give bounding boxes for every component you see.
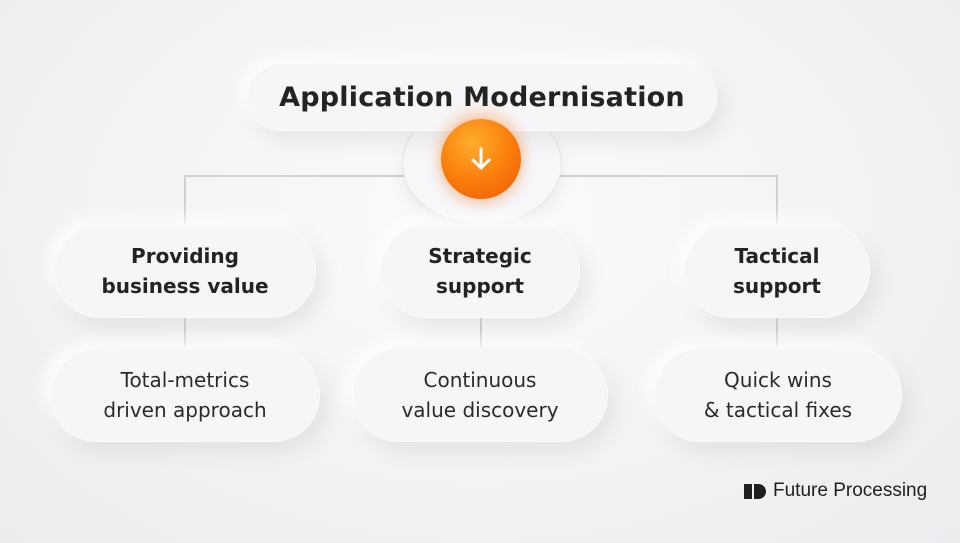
branch-heading-1: Providing business value xyxy=(101,244,269,298)
orange-arrow-button xyxy=(441,119,521,199)
logo-text: Future Processing xyxy=(773,480,928,501)
branch-detail-pill-2: Continuous value discovery xyxy=(352,348,608,442)
brand-logo: Future Processing xyxy=(744,480,927,502)
branch-detail-pill-1: Total-metrics driven approach xyxy=(50,348,320,442)
branch-heading-2: Strategic support xyxy=(428,244,532,298)
branch-heading-3: Tactical support xyxy=(733,244,821,298)
connector-left-drop xyxy=(184,175,186,225)
arrow-down-icon xyxy=(471,147,491,170)
connector-left-lower xyxy=(184,318,186,350)
connector-right-lower xyxy=(776,318,778,350)
branch-detail-pill-3: Quick wins & tactical fixes xyxy=(654,348,902,442)
branch-detail-2: Continuous value discovery xyxy=(401,368,559,422)
connector-center-lower xyxy=(480,318,482,350)
branch-detail-1: Total-metrics driven approach xyxy=(103,368,267,422)
future-processing-logo-icon xyxy=(744,483,766,499)
branch-heading-pill-1: Providing business value xyxy=(54,224,316,318)
diagram-title: Application Modernisation xyxy=(279,81,685,113)
branch-heading-pill-2: Strategic support xyxy=(380,224,580,318)
connector-right-drop xyxy=(776,175,778,225)
branch-heading-pill-3: Tactical support xyxy=(684,224,870,318)
branch-detail-3: Quick wins & tactical fixes xyxy=(703,368,853,422)
